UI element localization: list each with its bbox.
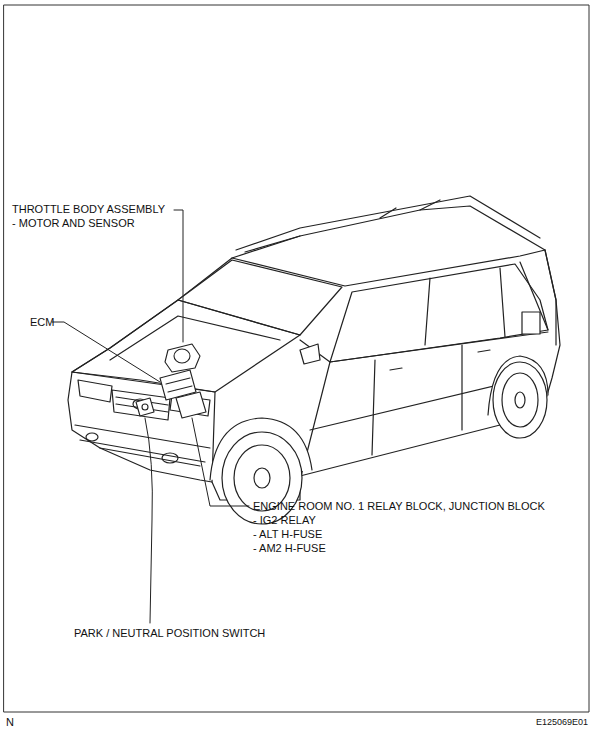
leader-lines [52,210,249,623]
wheels [210,356,548,524]
part-sublabel: - AM2 H-FUSE [253,542,326,555]
relay-block [176,392,206,418]
part-label: ECM [30,316,54,329]
car-body [68,196,560,500]
part-sublabel: - MOTOR AND SENSOR [12,217,135,230]
north-mark: N [6,716,14,729]
figure-code: E125069E01 [536,716,588,729]
part-sublabel: - ALT H-FUSE [253,528,322,541]
part-label: ENGINE ROOM NO. 1 RELAY BLOCK, JUNCTION … [253,500,545,513]
park-neutral-switch [136,398,154,416]
part-label: THROTTLE BODY ASSEMBLY [12,203,165,216]
frame [4,5,589,712]
components [136,344,206,418]
part-sublabel: - IG2 RELAY [253,514,316,527]
throttle-body [165,344,200,372]
part-label: PARK / NEUTRAL POSITION SWITCH [74,627,265,640]
